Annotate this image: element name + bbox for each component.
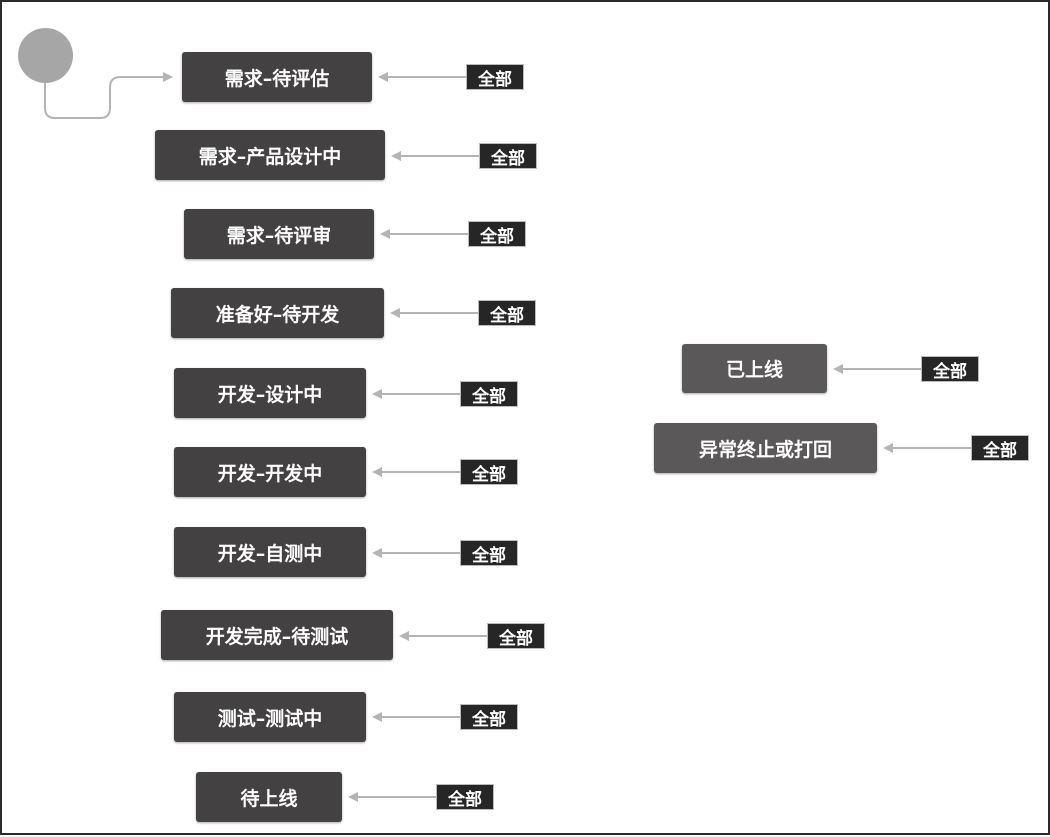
tag-label: 全部 — [499, 628, 533, 649]
all-tag[interactable]: 全部 — [921, 356, 979, 382]
all-tag[interactable]: 全部 — [466, 64, 524, 90]
tag-label: 全部 — [983, 440, 1017, 461]
tag-label: 全部 — [480, 226, 514, 247]
tag-label: 全部 — [472, 464, 506, 485]
state-node-awaiting-test[interactable]: 开发完成–待测试 — [161, 610, 393, 660]
state-node-developing[interactable]: 开发–开发中 — [174, 447, 366, 497]
all-tag[interactable]: 全部 — [460, 381, 518, 407]
state-node-awaiting-release[interactable]: 待上线 — [196, 772, 342, 822]
state-node-awaiting-assessment[interactable]: 需求–待评估 — [182, 52, 372, 102]
state-node-dev-designing[interactable]: 开发–设计中 — [174, 368, 366, 418]
state-label: 异常终止或打回 — [698, 438, 832, 461]
all-tag[interactable]: 全部 — [460, 540, 518, 566]
tag-label: 全部 — [933, 361, 967, 382]
all-tag[interactable]: 全部 — [460, 459, 518, 485]
tag-label: 全部 — [491, 148, 525, 169]
all-tag[interactable]: 全部 — [971, 435, 1029, 461]
state-node-aborted-or-rejected[interactable]: 异常终止或打回 — [654, 423, 877, 473]
tag-label: 全部 — [448, 789, 482, 810]
state-label: 待上线 — [240, 787, 298, 810]
state-label: 开发–开发中 — [217, 462, 323, 485]
all-tag[interactable]: 全部 — [487, 623, 545, 649]
state-label: 需求–产品设计中 — [198, 145, 342, 168]
all-tag[interactable]: 全部 — [460, 704, 518, 730]
state-node-self-testing[interactable]: 开发–自测中 — [174, 527, 366, 577]
all-tag[interactable]: 全部 — [478, 300, 536, 326]
state-label: 测试–测试中 — [217, 707, 323, 730]
all-tag[interactable]: 全部 — [436, 784, 494, 810]
state-label: 准备好–待开发 — [215, 303, 340, 326]
state-node-testing[interactable]: 测试–测试中 — [174, 692, 366, 742]
start-connector — [44, 72, 173, 119]
start-node — [18, 28, 73, 83]
state-node-product-design[interactable]: 需求–产品设计中 — [155, 130, 385, 180]
all-tag[interactable]: 全部 — [468, 221, 526, 247]
tag-label: 全部 — [478, 69, 512, 90]
state-node-ready-for-dev[interactable]: 准备好–待开发 — [171, 288, 384, 338]
state-label: 需求–待评估 — [224, 67, 330, 90]
state-label: 开发–设计中 — [217, 383, 323, 406]
tag-label: 全部 — [472, 709, 506, 730]
state-label: 开发完成–待测试 — [205, 625, 349, 648]
state-node-awaiting-review[interactable]: 需求–待评审 — [184, 209, 374, 259]
state-node-released[interactable]: 已上线 — [682, 344, 827, 393]
tag-label: 全部 — [490, 305, 524, 326]
state-label: 已上线 — [725, 359, 783, 381]
state-label: 需求–待评审 — [226, 224, 332, 247]
tag-label: 全部 — [472, 386, 506, 407]
tag-label: 全部 — [472, 545, 506, 566]
state-label: 开发–自测中 — [217, 542, 323, 565]
all-tag[interactable]: 全部 — [479, 143, 537, 169]
